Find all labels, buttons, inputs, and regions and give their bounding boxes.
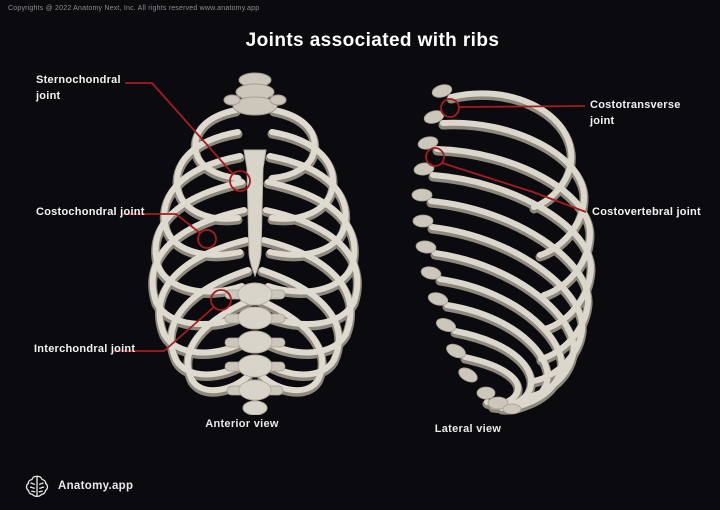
caption-anterior-view: Anterior view [205,418,279,430]
brain-icon [25,475,49,498]
label-sternochondral-joint: Sternochondral joint [36,74,121,102]
lower-vertebrae-tail [476,386,522,415]
anatomy-app-logo: Anatomy.app [24,472,133,500]
anterior-ribcage-image [140,72,370,415]
lumbar-vertebrae [224,282,286,415]
page-title: Joints associated with ribs [245,30,500,51]
copyright-text: Copyrights @ 2022 Anatomy Next, Inc. All… [8,5,260,12]
caption-lateral-view: Lateral view [434,423,502,435]
label-interchondral-joint: Interchondral joint [34,343,136,355]
label-costovertebral-joint: Costovertebral joint [592,206,701,218]
lateral-ribcage-image [411,84,600,415]
label-costotransverse-joint: Costotransverse joint [590,99,681,127]
logo-text: Anatomy.app [58,480,134,492]
label-costochondral-joint: Costochondral joint [36,206,145,218]
